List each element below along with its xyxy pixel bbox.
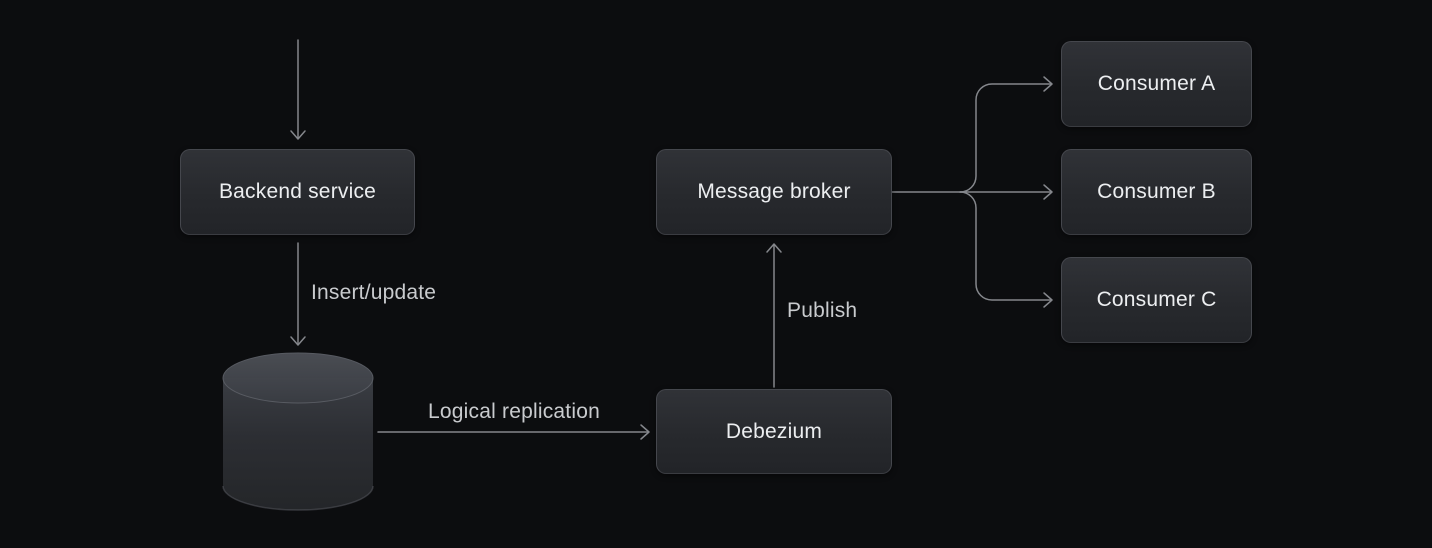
node-consumer-c-label: Consumer C xyxy=(1096,288,1217,311)
node-consumer-b: Consumer B xyxy=(1061,149,1252,235)
node-consumer-c: Consumer C xyxy=(1061,257,1252,343)
edge-label-publish: Publish xyxy=(787,299,858,322)
node-message-broker-label: Message broker xyxy=(697,180,851,203)
edge-label-insert-update: Insert/update xyxy=(311,281,437,304)
arrow-logical-replication xyxy=(377,424,650,440)
arrow-publish xyxy=(766,243,782,388)
database-cylinder-icon xyxy=(222,352,374,511)
node-consumer-a: Consumer A xyxy=(1061,41,1252,127)
node-consumer-a-label: Consumer A xyxy=(1097,72,1216,95)
node-debezium-label: Debezium xyxy=(725,419,823,443)
edge-label-logical-replication: Logical replication xyxy=(428,400,600,423)
node-backend-service: Backend service xyxy=(180,149,415,235)
node-backend-service-label: Backend service xyxy=(218,180,377,203)
node-debezium: Debezium xyxy=(656,389,892,474)
arrow-insert-update xyxy=(290,242,306,346)
arrow-into-backend xyxy=(290,39,306,140)
node-consumer-b-label: Consumer B xyxy=(1097,180,1216,203)
node-message-broker: Message broker xyxy=(656,149,892,235)
arrow-broker-to-consumer-c xyxy=(959,191,1053,308)
arrow-broker-to-consumer-b xyxy=(891,184,1053,200)
arrow-broker-to-consumer-a xyxy=(959,76,1053,193)
